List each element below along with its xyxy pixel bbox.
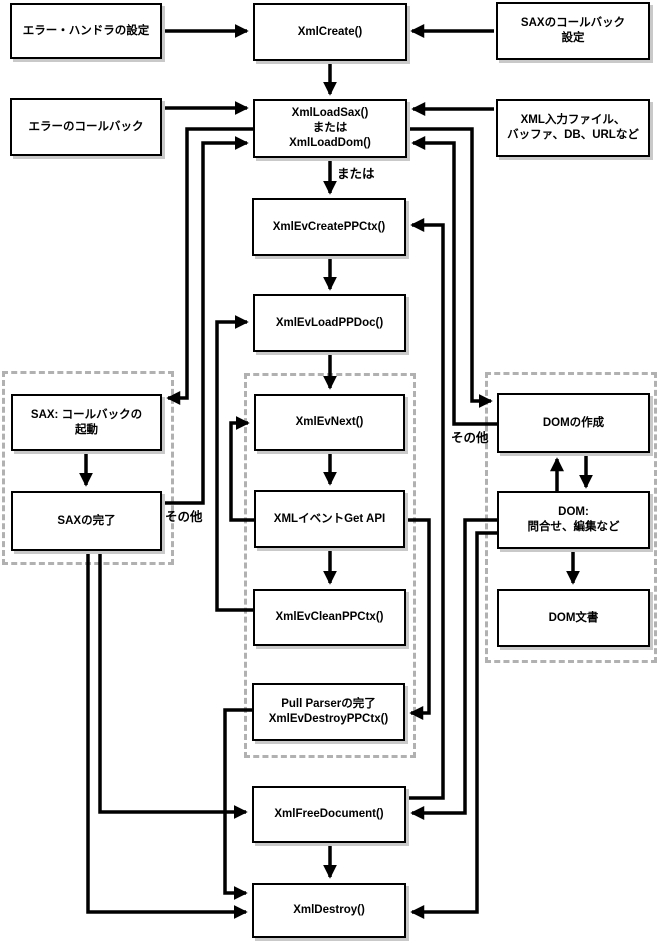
node-xmlevcleanppctx: XmlEvCleanPPCtx() [253,589,406,646]
node-dom-query-edit: DOM: 問合せ、編集など [497,491,650,549]
node-xmlfreedocument: XmlFreeDocument() [252,786,406,843]
node-dom-document: DOM文書 [497,589,650,647]
node-xmlcreate: XmlCreate() [253,3,407,61]
group-dom [485,372,657,663]
label-others-dom: その他 [451,431,489,445]
node-xmlloadsax-dom: XmlLoadSax() または XmlLoadDom() [253,99,407,158]
node-sax-callback-invoke: SAX: コールバックの 起動 [11,394,162,451]
label-or: または [337,167,375,181]
node-dom-create: DOMの作成 [497,393,650,453]
node-xmldestroy: XmlDestroy() [252,883,406,938]
node-xml-input-source: XML入力ファイル、 バッファ、DB、URLなど [496,99,650,157]
node-sax-done: SAXの完了 [11,491,162,551]
node-xmlevloadppdoc: XmlEvLoadPPDoc() [253,294,406,352]
label-others-sax: その他 [165,510,203,524]
node-xmlevcreateppctx: XmlEvCreatePPCtx() [252,198,406,256]
node-xml-event-get-api: XMLイベントGet API [254,490,405,548]
node-sax-callback-setup: SAXのコールバック 設定 [496,2,650,60]
node-xmlevnext: XmlEvNext() [254,394,405,451]
node-pull-parser-done: Pull Parserの完了 XmlEvDestroyPPCtx() [252,683,405,741]
node-error-callback: エラーのコールバック [10,98,162,156]
node-error-handler-setup: エラー・ハンドラの設定 [10,3,162,59]
